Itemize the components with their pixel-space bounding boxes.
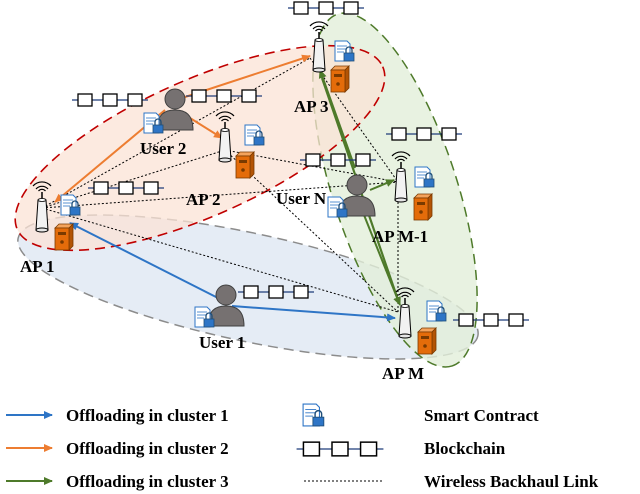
ap2-label: AP 2 bbox=[186, 190, 220, 209]
blockchain-icon bbox=[185, 89, 263, 103]
legend-blockchain-label: Blockchain bbox=[424, 439, 506, 458]
smart-contract-icon bbox=[302, 403, 325, 427]
edge-server-icon bbox=[54, 223, 74, 251]
blockchain-icon bbox=[71, 93, 149, 107]
user2-label: User 2 bbox=[140, 139, 186, 158]
edge-server-icon bbox=[413, 193, 433, 221]
apm1-label: AP M-1 bbox=[372, 227, 428, 246]
legend-backhaul-label: Wireless Backhaul Link bbox=[424, 472, 599, 491]
user1-label: User 1 bbox=[199, 333, 245, 352]
edge-server-icon bbox=[330, 65, 350, 93]
blockchain-icon bbox=[87, 181, 165, 195]
cluster-1-offloading bbox=[69, 222, 396, 322]
legend-cluster1-label: Offloading in cluster 1 bbox=[66, 406, 229, 425]
legend-cluster3-label: Offloading in cluster 3 bbox=[66, 472, 229, 491]
legend-smart-contract-label: Smart Contract bbox=[424, 406, 539, 425]
edge-server-icon bbox=[417, 327, 437, 355]
legend: Offloading in cluster 1 Offloading in cl… bbox=[6, 403, 599, 491]
edge-server-icon bbox=[235, 151, 255, 179]
usern-label: User N bbox=[276, 189, 327, 208]
blockchain-icon bbox=[299, 153, 377, 167]
ap3-label: AP 3 bbox=[294, 97, 328, 116]
cluster-2-region bbox=[14, 44, 386, 252]
ap1-label: AP 1 bbox=[20, 257, 54, 276]
legend-cluster2-label: Offloading in cluster 2 bbox=[66, 439, 229, 458]
blockchain-icon bbox=[385, 127, 463, 141]
blockchain-icon bbox=[237, 285, 315, 299]
blockchain-icon bbox=[295, 441, 385, 457]
blockchain-icon bbox=[287, 1, 365, 15]
blockchain-icon bbox=[452, 313, 530, 327]
apm-label: AP M bbox=[382, 364, 424, 383]
